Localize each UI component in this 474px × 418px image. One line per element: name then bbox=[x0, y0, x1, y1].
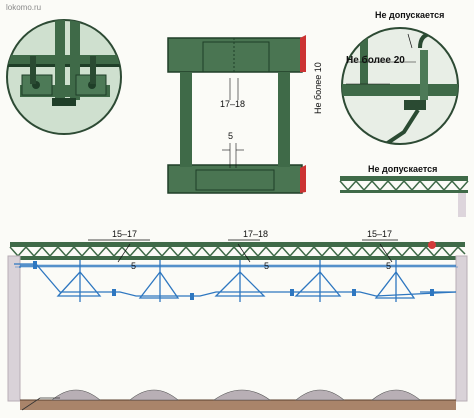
label-span-right: 15–17 bbox=[367, 229, 393, 239]
label-s-right: 5 bbox=[386, 261, 392, 271]
truss-dimensions bbox=[88, 239, 398, 263]
label-gap-17-18-top: 17–18 bbox=[220, 99, 246, 109]
portal-frame bbox=[167, 35, 306, 194]
main-truss bbox=[9, 241, 466, 260]
left-detail-circle bbox=[6, 19, 122, 135]
small-truss bbox=[339, 176, 469, 217]
label-not-allowed-top: Не допускается bbox=[375, 10, 445, 20]
label-not-more-20: Не более 20 bbox=[346, 55, 405, 66]
watermark: lokomo.ru bbox=[6, 3, 42, 12]
right-pole bbox=[455, 255, 468, 402]
right-detail-circle bbox=[341, 27, 459, 145]
track-bed bbox=[20, 389, 456, 411]
label-s-mid: 5 bbox=[264, 261, 270, 271]
label-span-left: 15–17 bbox=[112, 229, 138, 239]
left-pole bbox=[7, 255, 21, 402]
label-span-mid: 17–18 bbox=[243, 229, 269, 239]
catenary-wires bbox=[14, 260, 458, 302]
label-gap-5-top: 5 bbox=[228, 131, 234, 141]
label-not-allowed-right: Не допускается bbox=[368, 164, 438, 174]
insulators bbox=[33, 261, 434, 300]
label-s-left: 5 bbox=[131, 261, 137, 271]
label-not-more-10: Не более 10 bbox=[313, 62, 323, 114]
